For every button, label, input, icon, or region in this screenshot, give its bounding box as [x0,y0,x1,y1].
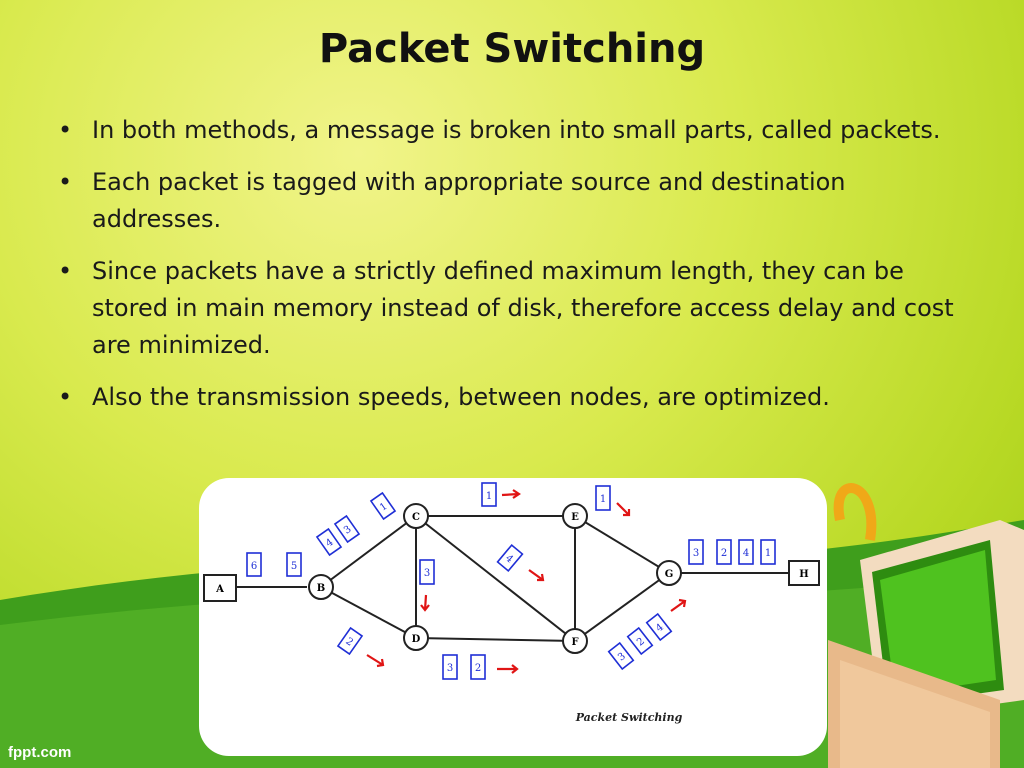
node-label: G [665,569,674,580]
packet: 3 [333,514,361,544]
bullet-dot: • [58,168,73,196]
packet: 6 [246,552,262,577]
packet-label: 5 [291,561,297,572]
packet: 5 [286,552,302,577]
packet: 2 [716,539,732,565]
bullet-dot: • [58,116,73,144]
node-a: A [203,574,237,602]
bullet-text: Each packet is tagged with appropriate s… [92,168,846,233]
packet-label: 1 [486,491,492,502]
packet: 4 [645,612,673,642]
bullet-dot: • [58,257,73,285]
packet: 1 [760,539,776,565]
bullet-list: • In both methods, a message is broken i… [58,112,958,431]
node-g: G [656,560,682,586]
packet: 2 [470,654,486,680]
bullet-text: In both methods, a message is broken int… [92,116,941,144]
packet-label: 3 [693,548,699,559]
packet-label: 4 [324,537,336,550]
packet: 1 [369,491,397,521]
node-h: H [788,560,820,586]
arrow-icon [420,594,430,612]
node-label: B [317,583,325,594]
packet-label: 1 [378,501,390,514]
packet: 2 [336,626,364,656]
packet-label: 2 [721,548,727,559]
footer-brand: fppt.com [8,744,72,761]
node-b: B [308,574,334,600]
network-diagram-card: A B C D E F G H [199,478,827,756]
bullet-item: • Since packets have a strictly defined … [58,253,958,364]
packet: 4 [738,539,754,565]
node-f: F [562,628,588,654]
direction-arrows [366,489,687,674]
packet: 1 [595,485,611,511]
arrow-icon [528,569,545,582]
packet-label: 6 [251,561,257,572]
packet-label: 3 [616,651,628,664]
arrow-icon [501,489,521,499]
node-label: D [412,634,421,645]
packet: 4 [315,527,343,557]
diagram-caption: Packet Switching [575,711,683,724]
node-d: D [403,625,429,651]
node-c: C [403,503,429,529]
bullet-item: • In both methods, a message is broken i… [58,112,958,149]
packet-label: 3 [424,568,430,579]
network-diagram: A B C D E F G H [203,482,820,724]
slide-title: Packet Switching [318,26,706,72]
bullet-text: Since packets have a strictly defined ma… [92,257,954,359]
network-links [236,515,789,642]
packet: 3 [442,654,458,680]
laptop-illustration [828,483,1024,768]
packet: 1 [481,482,497,507]
packet-label: 2 [475,663,481,674]
node-e: E [562,503,588,529]
node-label: E [571,512,579,523]
packet-label: 4 [503,553,515,566]
packet-label: 4 [743,548,749,559]
packet: 2 [626,626,654,656]
node-label: H [799,569,808,580]
packet-label: 3 [342,524,354,537]
packet: 3 [419,559,435,585]
node-label: A [215,584,224,595]
packet: 3 [607,641,635,671]
packet-label: 4 [654,622,666,635]
packet-label: 2 [635,636,647,649]
bullet-item: • Each packet is tagged with appropriate… [58,164,958,238]
node-label: F [571,637,578,648]
bullet-item: • Also the transmission speeds, between … [58,379,958,416]
arrow-icon [366,654,385,668]
packet: 3 [688,539,704,565]
bullet-dot: • [58,383,73,411]
arrow-icon [497,664,519,674]
arrow-icon [670,598,687,612]
arrow-icon [616,502,631,517]
bullet-text: Also the transmission speeds, between no… [92,383,830,411]
packet: 4 [496,543,524,573]
packet-label: 1 [600,494,606,505]
packet-label: 3 [447,663,453,674]
packets: 6 5 4 3 1 2 3 1 4 3 2 1 3 2 4 3 2 4 [246,482,776,680]
packet-label: 2 [343,636,355,649]
packet-label: 1 [765,548,771,559]
node-label: C [412,512,420,523]
